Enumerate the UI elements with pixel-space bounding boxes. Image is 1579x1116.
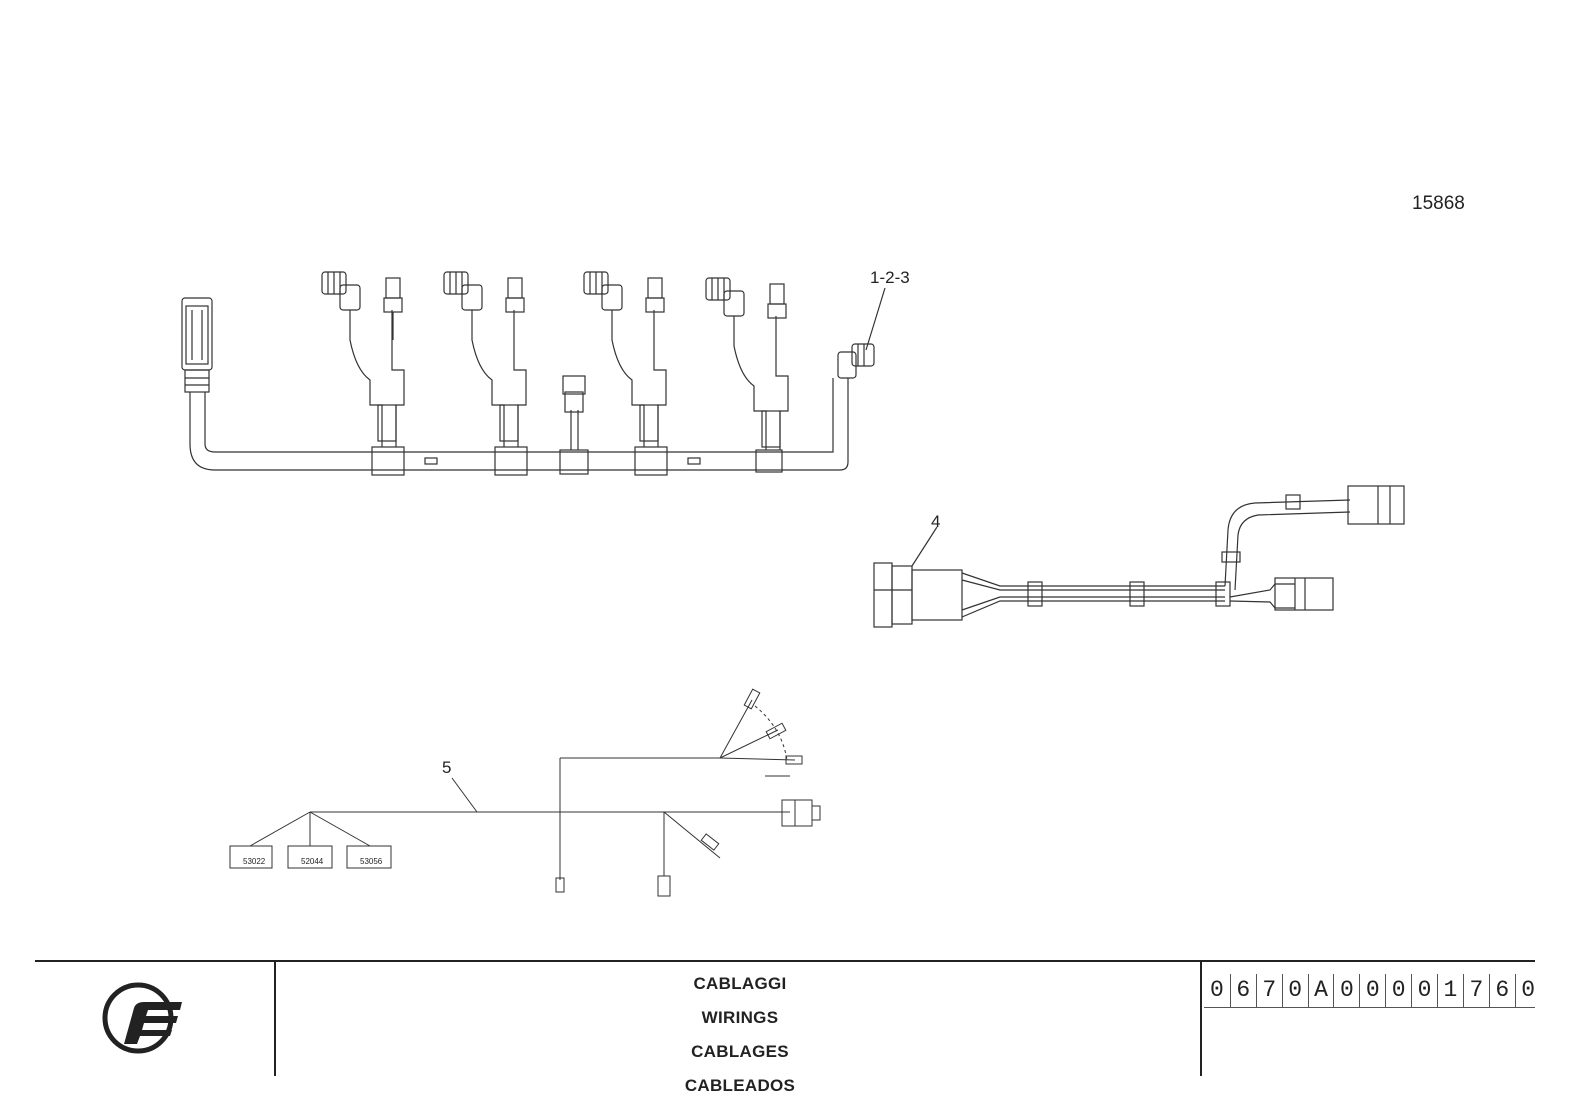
callout-4: 4 bbox=[931, 512, 941, 531]
code-char: 1 bbox=[1437, 974, 1463, 1007]
code-char: 0 bbox=[1411, 974, 1437, 1007]
title-french: CABLAGES bbox=[691, 1042, 789, 1061]
title-italian: CABLAGGI bbox=[693, 974, 787, 993]
harness-4 bbox=[873, 485, 1405, 628]
reference-number: 15868 bbox=[1412, 193, 1465, 214]
code-char: 0 bbox=[1281, 974, 1308, 1007]
code-char: 0 bbox=[1385, 974, 1411, 1007]
code-char: A bbox=[1307, 974, 1334, 1007]
code-char: 6 bbox=[1488, 974, 1515, 1007]
drawing-titles: CABLAGGI WIRINGS CABLAGES CABLEADOS bbox=[280, 972, 1200, 1108]
code-char: 7 bbox=[1255, 974, 1282, 1007]
code-char: 7 bbox=[1462, 974, 1489, 1007]
title-block-border bbox=[35, 960, 1535, 962]
title-block-divider bbox=[1200, 960, 1202, 1076]
company-logo-icon bbox=[102, 982, 182, 1054]
harness-1-2-3 bbox=[181, 271, 886, 476]
callout-1-2-3: 1-2-3 bbox=[870, 268, 910, 287]
code-char: 6 bbox=[1229, 974, 1256, 1007]
title-block-divider bbox=[274, 960, 276, 1076]
code-char: 0 bbox=[1333, 974, 1359, 1007]
title-block: CABLAGGI WIRINGS CABLAGES CABLEADOS 0 6 … bbox=[0, 960, 1579, 1116]
connector-label-1: 53022 bbox=[243, 857, 266, 866]
code-char: 0 bbox=[1210, 977, 1224, 1003]
drawing-code: 0 6 7 0 A 0 0 0 0 1 7 6 0 bbox=[1204, 974, 1541, 1007]
connector-label-2: 52044 bbox=[301, 857, 324, 866]
title-spanish: CABLEADOS bbox=[684, 1076, 796, 1095]
code-char: 0 bbox=[1359, 974, 1385, 1007]
connector-label-3: 53056 bbox=[360, 857, 383, 866]
code-underline bbox=[1204, 1007, 1535, 1008]
title-english: WIRINGS bbox=[701, 1008, 779, 1027]
code-char: 0 bbox=[1514, 974, 1541, 1007]
callout-5: 5 bbox=[442, 758, 452, 777]
harness-5 bbox=[229, 688, 821, 897]
